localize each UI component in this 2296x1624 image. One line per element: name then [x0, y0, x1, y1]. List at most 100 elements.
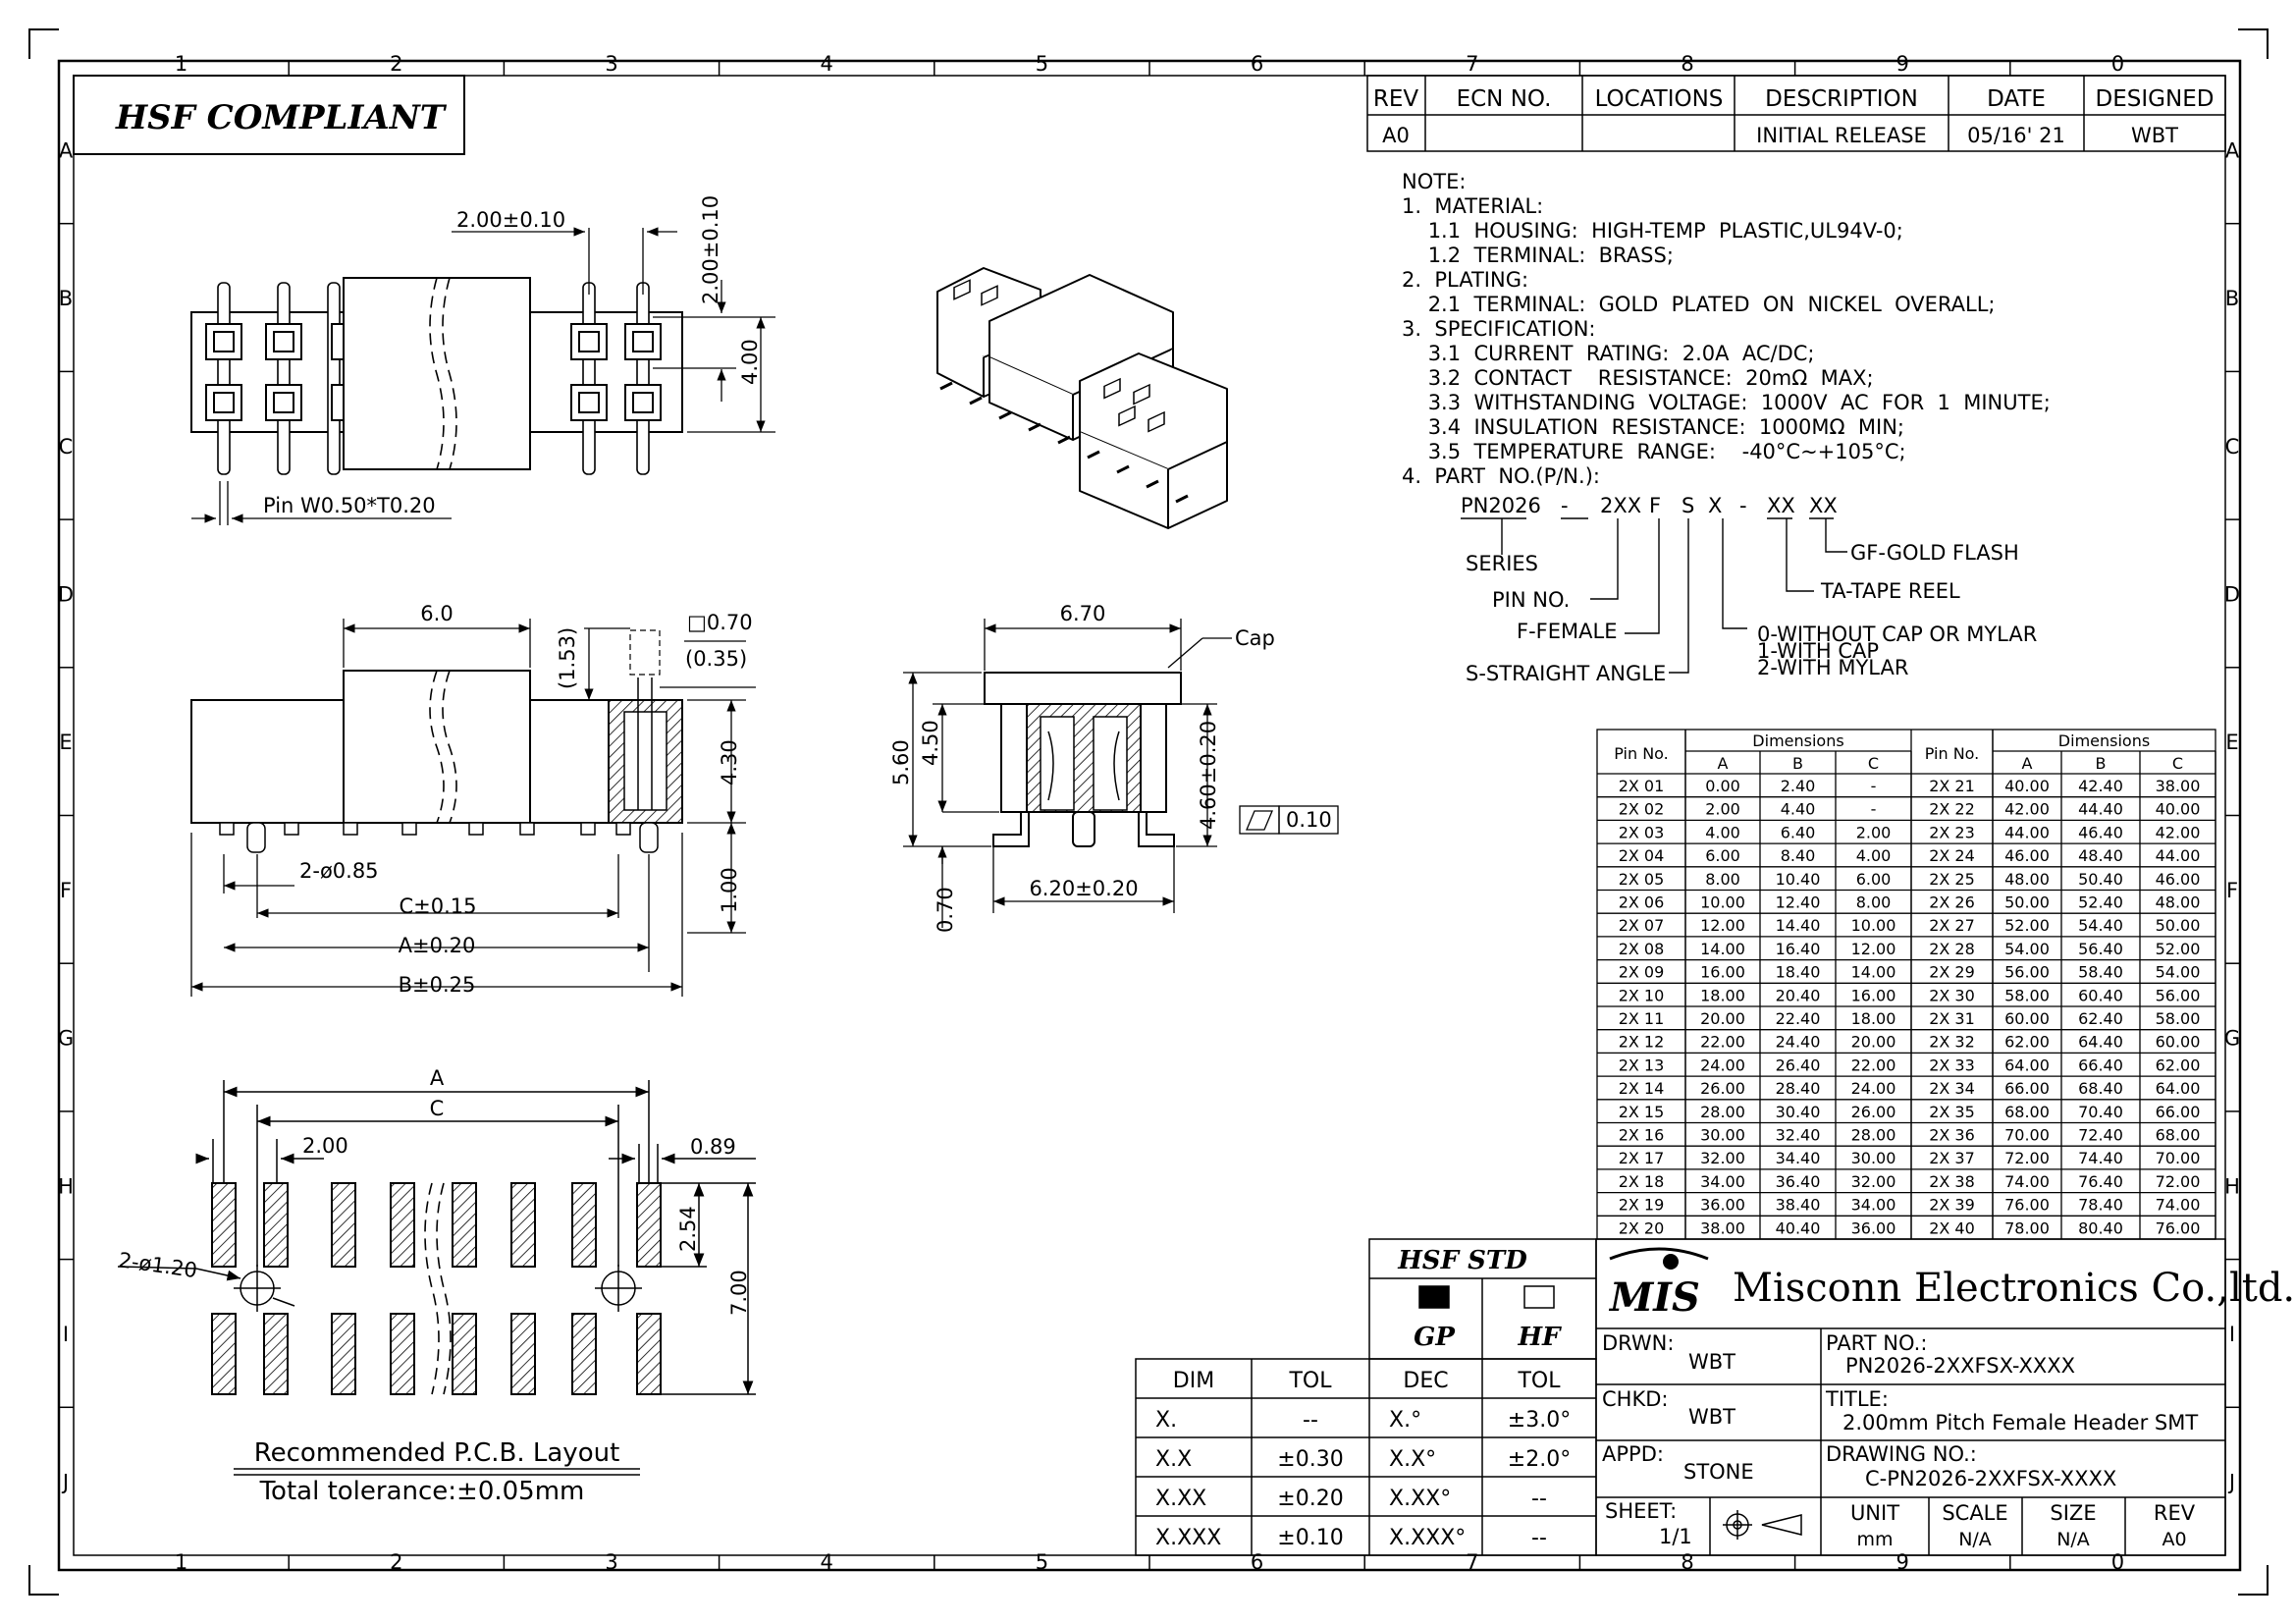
side-100-label: 1.00 [718, 867, 741, 913]
zone-col-bottom: 0 [2111, 1550, 2124, 1574]
mis-logo-text: MIS [1608, 1274, 1700, 1321]
dim-table-cell: 14.00 [1851, 963, 1896, 982]
dim-table-cell: 2X 06 [1619, 893, 1665, 912]
zone-row-right: E [2225, 731, 2238, 754]
designed-value: WBT [2131, 124, 2178, 147]
sheet-value: 1/1 [1659, 1525, 1692, 1548]
leader-line [1722, 518, 1747, 629]
zone-col-top: 4 [821, 52, 833, 76]
dim-table-cell: 38.00 [1700, 1218, 1745, 1237]
top-view-dims [191, 227, 775, 525]
dim-table-cell: 42.00 [2004, 800, 2050, 819]
tol-table-cell: ±0.30 [1277, 1447, 1343, 1472]
part-label: PART NO.: [1826, 1331, 1927, 1355]
dim-table-col-header: A [1718, 754, 1729, 773]
tol-table-header: TOL [1288, 1369, 1332, 1393]
zone-row-right: B [2225, 287, 2239, 310]
tol-table-grid [1135, 1358, 1597, 1556]
zone-row-right: F [2226, 879, 2238, 902]
side-c-label: C±0.15 [399, 894, 476, 918]
pcb-pad-bottom [263, 1313, 289, 1395]
description-value: INITIAL RELEASE [1756, 124, 1927, 147]
dim-table-cell: 18.00 [1700, 986, 1745, 1004]
dim-table-cell: 74.00 [2156, 1196, 2201, 1215]
dim-table-cell: 28.00 [1700, 1103, 1745, 1121]
contact-cavity-inner [273, 331, 294, 352]
mis-logo: MIS [1608, 1247, 1709, 1321]
zone-row-right: D [2224, 582, 2240, 606]
dim-table-cell: 2X 27 [1929, 916, 1975, 935]
note-line: 3.2 CONTACT RESISTANCE: 20mΩ MAX; [1402, 366, 1874, 390]
dim-table-cell: 62.00 [2156, 1056, 2201, 1074]
zone-col-top: 9 [1896, 52, 1909, 76]
pcb-pad-bottom [452, 1313, 477, 1395]
contact-cavity [265, 384, 302, 421]
dim-table-cell: 2X 16 [1619, 1126, 1665, 1145]
dim-table-cell: 28.00 [1851, 1126, 1896, 1145]
dim-table-cell: 24.40 [1776, 1033, 1821, 1052]
tol-table-cell: X. [1155, 1408, 1177, 1433]
dim-table-cell: 58.00 [2004, 986, 2050, 1004]
pin-no-label: PIN NO. [1492, 588, 1570, 612]
dim-table-cell: 76.00 [2004, 1196, 2050, 1215]
dim-table-cell: 30.00 [1700, 1126, 1745, 1145]
dim-table-cell: 48.40 [2078, 846, 2123, 865]
dim-table-cell: 78.40 [2078, 1196, 2123, 1215]
end-view-dims [903, 619, 1339, 928]
dim-table-cell: 32.00 [1851, 1172, 1896, 1191]
dim-table-cell: 26.00 [1700, 1079, 1745, 1098]
pcb-pad-top [331, 1182, 356, 1268]
dim-table-cell: 16.00 [1851, 986, 1896, 1004]
dim-table-cell: 74.00 [2004, 1172, 2050, 1191]
dim-table-cell: 6.40 [1781, 823, 1816, 841]
note-line: 1. MATERIAL: [1402, 194, 1543, 218]
dim-table-cell: 66.40 [2078, 1056, 2123, 1074]
zone-col-bottom: 6 [1251, 1550, 1263, 1574]
unit-value: mm [1856, 1529, 1893, 1550]
dim-table-cell: 34.00 [1700, 1172, 1745, 1191]
dim-table-cell: 62.40 [2078, 1009, 2123, 1028]
dim-table-cell: 52.40 [2078, 893, 2123, 912]
tol-table-header: DEC [1403, 1369, 1448, 1393]
dim-table-cell: 2X 20 [1619, 1218, 1665, 1237]
dim-table-cell: 76.00 [2156, 1218, 2201, 1237]
part-code-segment: X [1708, 494, 1722, 517]
cap-option-label: 2-WITH MYLAR [1757, 656, 1908, 679]
note-line: 1.2 TERMINAL: BRASS; [1402, 244, 1674, 267]
dim-table-cell: 62.00 [2004, 1033, 2050, 1052]
dim-table-cell: 18.40 [1776, 963, 1821, 982]
contact-cavity-partial [331, 323, 345, 360]
contact-cavity-inner [273, 392, 294, 413]
dim-table-cell: 8.00 [1705, 870, 1740, 889]
dim-table-cell: 6.00 [1856, 870, 1892, 889]
zone-col-bottom: 1 [175, 1550, 187, 1574]
note-line: 4. PART NO.(P/N.): [1402, 464, 1600, 488]
dim-table-cell: 2X 21 [1929, 777, 1975, 795]
dim-table-cell: 66.00 [2156, 1103, 2201, 1121]
dim-table-cell: 42.00 [2156, 823, 2201, 841]
hsf-std-title: HSF STD [1397, 1246, 1527, 1275]
locations-header: LOCATIONS [1595, 86, 1724, 112]
dim-table-cell: 70.00 [2004, 1126, 2050, 1145]
end-view [984, 672, 1182, 847]
note-line: NOTE: [1402, 170, 1466, 193]
iso-details [939, 279, 1189, 504]
zone-col-bottom: 3 [605, 1550, 617, 1574]
dim-table-cell: 0.00 [1705, 777, 1740, 795]
zone-ticks [59, 61, 2240, 1570]
rev-value: A0 [1382, 124, 1410, 147]
pin-lead [217, 282, 231, 475]
dim-table-cell: 2X 11 [1619, 1009, 1665, 1028]
ecn-header: ECN NO. [1457, 86, 1552, 112]
dim-table-cell: 36.40 [1776, 1172, 1821, 1191]
leader-line [1625, 518, 1660, 634]
dim-table-cell: 54.00 [2156, 963, 2201, 982]
top-view [190, 277, 683, 470]
dim-table-cell: 16.00 [1700, 963, 1745, 982]
tol-table-cell: X.XX° [1389, 1487, 1451, 1511]
contact-cavity [265, 323, 302, 360]
dim-table-cell: 12.40 [1776, 893, 1821, 912]
note-line: 2.1 TERMINAL: GOLD PLATED ON NICKEL OVER… [1402, 293, 1996, 316]
dim-table-dim-header: Dimensions [2058, 731, 2150, 750]
appd-value: STONE [1683, 1460, 1754, 1484]
